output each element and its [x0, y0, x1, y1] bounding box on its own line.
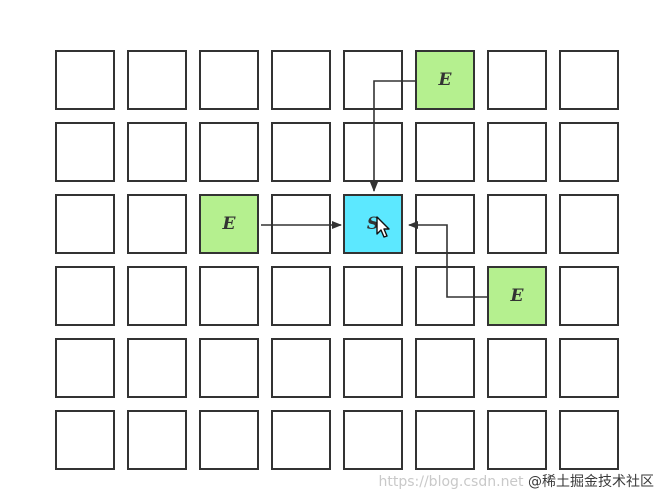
- grid-cell: [343, 266, 403, 326]
- grid-cell: [271, 50, 331, 110]
- grid-cell: [55, 410, 115, 470]
- watermark-url: https://blog.csdn.net: [378, 474, 524, 490]
- grid-cell: [199, 50, 259, 110]
- grid-cell: [55, 194, 115, 254]
- grid-cell: [199, 338, 259, 398]
- mouse-pointer-icon: [376, 216, 390, 238]
- watermark: https://blog.csdn.net @稀土掘金技术社区: [379, 471, 655, 491]
- grid-cell: [559, 266, 619, 326]
- grid-cell: [55, 338, 115, 398]
- grid-cell: [415, 122, 475, 182]
- grid-cell: [559, 50, 619, 110]
- grid-cell: [415, 194, 475, 254]
- end-cell: E: [487, 266, 547, 326]
- grid-cell: [199, 266, 259, 326]
- grid-cell: [415, 338, 475, 398]
- end-cell: E: [415, 50, 475, 110]
- grid-cell: [127, 266, 187, 326]
- grid-cell: [559, 194, 619, 254]
- grid-cell: [55, 266, 115, 326]
- grid-cell: [487, 50, 547, 110]
- grid-cell: [343, 338, 403, 398]
- grid-cell: [127, 50, 187, 110]
- grid-cell: [271, 266, 331, 326]
- grid-cell: [271, 122, 331, 182]
- grid-cell: [271, 194, 331, 254]
- grid-cell: [559, 338, 619, 398]
- start-cell: S: [343, 194, 403, 254]
- grid-cell: [487, 194, 547, 254]
- grid-cell: [55, 122, 115, 182]
- grid-cell: [343, 122, 403, 182]
- grid-cell: [127, 410, 187, 470]
- grid-cell: [559, 410, 619, 470]
- grid-cell: [415, 266, 475, 326]
- grid-cell: [271, 410, 331, 470]
- grid-cell: [127, 338, 187, 398]
- grid-cell: [487, 410, 547, 470]
- grid-cell: [199, 410, 259, 470]
- grid-cell: [343, 410, 403, 470]
- grid-cell: [415, 410, 475, 470]
- grid-cell: [343, 50, 403, 110]
- grid-cell: [127, 194, 187, 254]
- grid-cell: [487, 122, 547, 182]
- grid-cell: [487, 338, 547, 398]
- grid-cell: [127, 122, 187, 182]
- grid-cell: [271, 338, 331, 398]
- grid-cell: [199, 122, 259, 182]
- watermark-brand: @稀土掘金技术社区: [528, 474, 654, 490]
- grid-cell: [559, 122, 619, 182]
- grid-cell: [55, 50, 115, 110]
- end-cell: E: [199, 194, 259, 254]
